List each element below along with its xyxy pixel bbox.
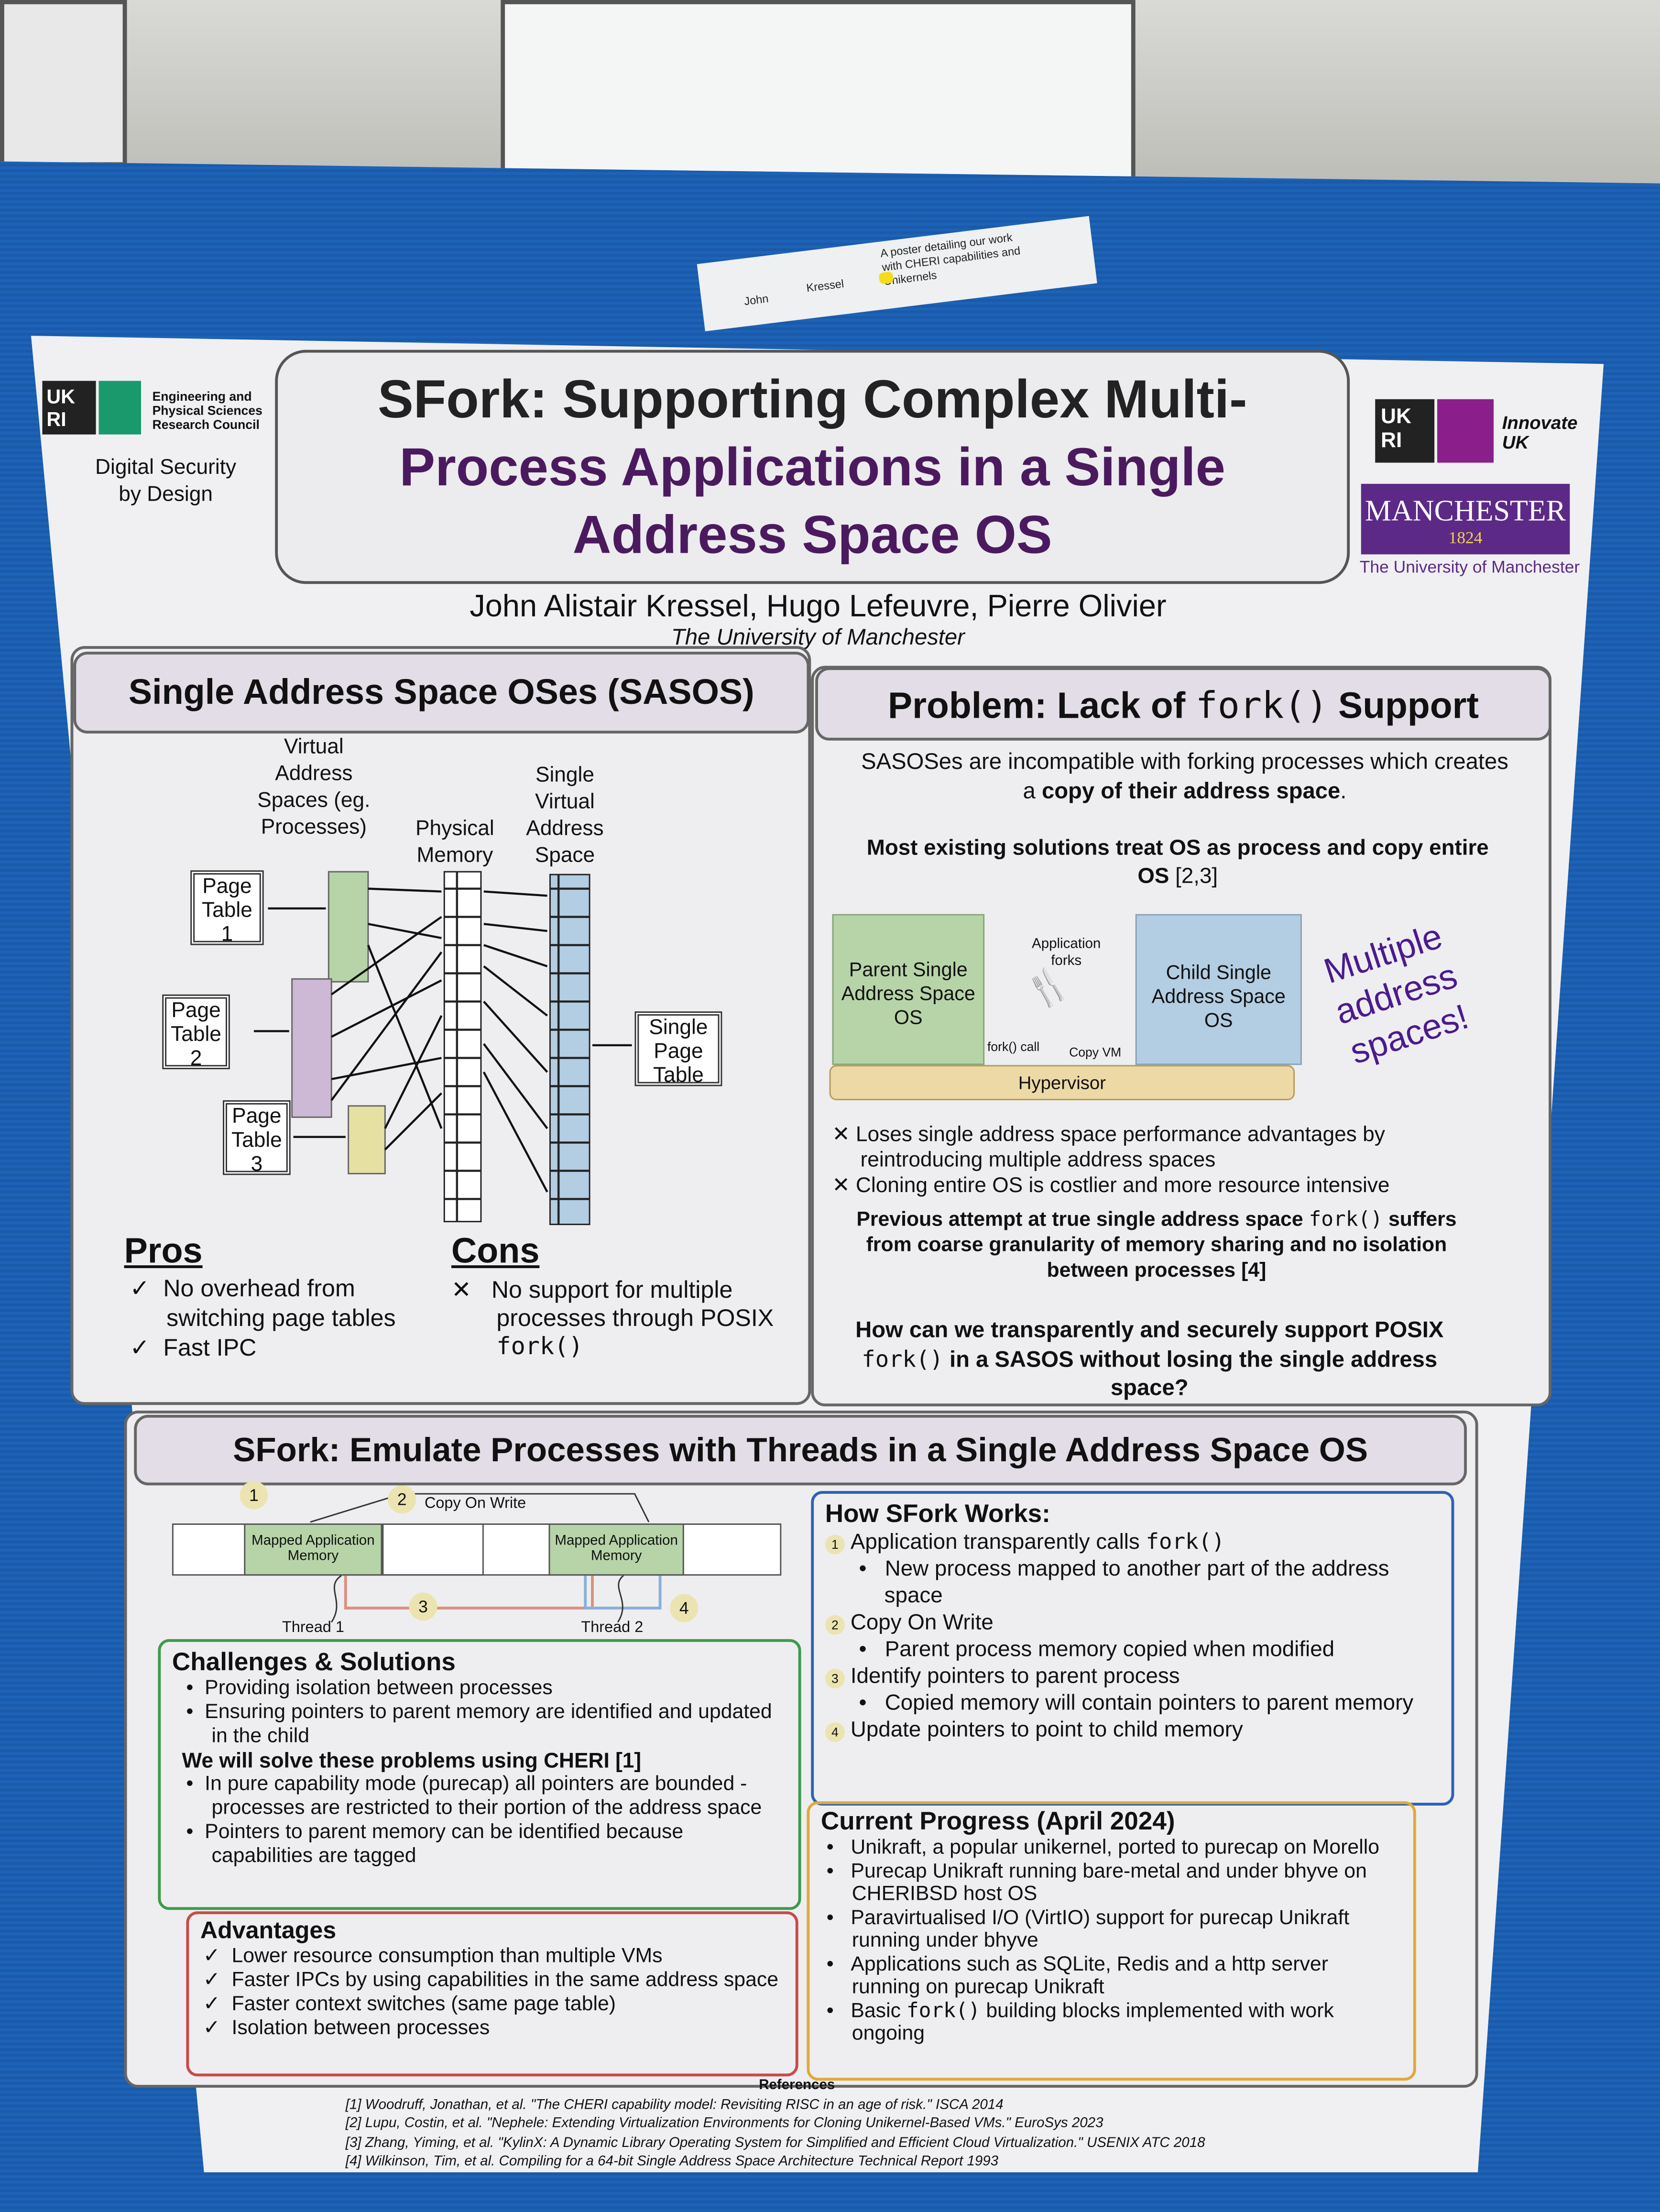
problem-heading: Problem: Lack of fork() Support: [815, 667, 1551, 741]
dsbd-label: Digital Security by Design: [95, 455, 237, 507]
reference-item: [4] Wilkinson, Tim, et al. Compiling for…: [345, 2154, 999, 2170]
title-box: SFork: Supporting Complex Multi- Process…: [275, 350, 1350, 584]
manchester-logo: MANCHESTER 1824: [1361, 483, 1570, 555]
fork-call-label: fork() call: [987, 1040, 1040, 1054]
child-os-box: Child Single Address Space OS: [1135, 914, 1302, 1065]
single-page-table: Single Page Table: [634, 1011, 722, 1087]
thread-2-label: Thread 2: [581, 1619, 644, 1636]
advantages-title: Advantages: [200, 1917, 337, 1944]
pro-item: No overhead from switching page tables: [163, 1275, 396, 1332]
single-vas-label: Single Virtual Address Space: [526, 763, 604, 868]
green-address-space: [328, 871, 369, 983]
ceiling-background: [0, 0, 1660, 184]
copy-on-write-label: Copy On Write: [424, 1495, 526, 1512]
sfork-arrows: [310, 1493, 662, 1623]
challenges-box: Challenges & Solutions • Providing isola…: [158, 1639, 801, 1910]
sasos-heading: Single Address Space OSes (SASOS): [73, 651, 810, 734]
problem-intro: SASOSes are incompatible with forking pr…: [861, 750, 1508, 804]
page-table-3: Page Table 3: [223, 1100, 291, 1176]
reference-item: [1] Woodruff, Jonathan, et al. "The CHER…: [345, 2097, 1004, 2113]
mapped-memory-1: Mapped Application Memory: [244, 1523, 382, 1576]
address-space-bar: Mapped Application Memory Mapped Applica…: [172, 1523, 782, 1576]
existing-solutions: Most existing solutions treat OS as proc…: [866, 836, 1489, 889]
skylight-window: [501, 0, 1136, 181]
research-question: How can we transparently and securely su…: [855, 1319, 1444, 1401]
physical-label: Physical Memory: [415, 817, 494, 868]
wall-panel: [0, 0, 127, 167]
step-3-badge: 3: [409, 1592, 437, 1621]
pro-item: Fast IPC: [163, 1334, 257, 1361]
ukri-innovate-logo: UK RI: [1375, 399, 1495, 463]
sasos-memory-diagram: [254, 871, 632, 1226]
title-line-2: Process Applications in a Single: [399, 438, 1226, 498]
note-last-name: Kressel: [806, 277, 845, 295]
title-line-3: Address Space OS: [572, 506, 1052, 566]
drawback-item: Loses single address space performance a…: [855, 1123, 1385, 1172]
mapped-memory-2: Mapped Application Memory: [548, 1523, 684, 1576]
application-forks-label: Application forks: [1032, 936, 1101, 969]
progress-title: Current Progress (April 2024): [820, 1807, 1175, 1835]
current-progress-box: Current Progress (April 2024) • Unikraft…: [807, 1801, 1416, 2081]
pushpin-icon: [878, 271, 894, 285]
cons-item: ✕ No support for multiple processes thro…: [451, 1276, 774, 1361]
cheri-solution: We will solve these problems using CHERI…: [182, 1749, 642, 1774]
hypervisor-bar: Hypervisor: [829, 1065, 1295, 1100]
page-table-1: Page Table 1: [190, 870, 264, 946]
sfork-heading: SFork: Emulate Processes with Threads in…: [134, 1414, 1467, 1486]
epsrc-label: Engineering and Physical Sciences Resear…: [152, 389, 262, 432]
references: References [1] Woodruff, Jonathan, et al…: [346, 2076, 1248, 2171]
step-1-badge: 1: [240, 1481, 268, 1510]
purple-address-space: [291, 978, 332, 1118]
name-note: John Kressel A poster detailing our work…: [697, 216, 1097, 331]
how-title: How SFork Works:: [825, 1499, 1050, 1528]
reference-item: [3] Zhang, Yiming, et al. "KylinX: A Dyn…: [345, 2135, 1205, 2151]
cons-title: Cons: [451, 1231, 540, 1271]
innovate-uk-label: Innovate UK: [1502, 412, 1578, 453]
note-first-name: John: [743, 292, 769, 308]
manchester-subtitle: The University of Manchester: [1359, 557, 1580, 577]
drawback-item: Cloning entire OS is costlier and more r…: [855, 1173, 1390, 1198]
step-2-badge: 2: [388, 1485, 416, 1514]
note-description: A poster detailing our work with CHERI c…: [879, 231, 1021, 288]
virtual-label: Virtual Address Spaces (eg. Processes): [257, 734, 371, 840]
reference-item: [2] Lupu, Costin, et al. "Nephele: Exten…: [345, 2116, 1103, 2132]
authors: John Alistair Kressel, Hugo Lefeuvre, Pi…: [470, 588, 1167, 624]
advantages-box: Advantages ✓ Lower resource consumption …: [186, 1911, 798, 2077]
thread-1-label: Thread 1: [282, 1619, 344, 1636]
copy-vm-label: Copy VM: [1069, 1045, 1122, 1060]
pros-title: Pros: [124, 1231, 203, 1271]
references-title: References: [759, 2078, 835, 2093]
title-line-1: SFork: Supporting Complex Multi-: [378, 371, 1247, 430]
previous-attempt: Previous attempt at true single address …: [856, 1209, 1457, 1282]
mapping-arrows: [254, 887, 632, 1193]
page-table-2: Page Table 2: [162, 994, 230, 1071]
challenges-title: Challenges & Solutions: [172, 1647, 456, 1676]
parent-os-box: Parent Single Address Space OS: [832, 914, 985, 1065]
step-4-badge: 4: [670, 1594, 699, 1622]
yellow-address-space: [348, 1105, 386, 1174]
pros-list: ✓ No overhead from switching page tables…: [130, 1275, 396, 1361]
drawbacks-list: ✕ Loses single address space performance…: [832, 1123, 1390, 1198]
ukri-logo: UK RI: [42, 381, 144, 435]
